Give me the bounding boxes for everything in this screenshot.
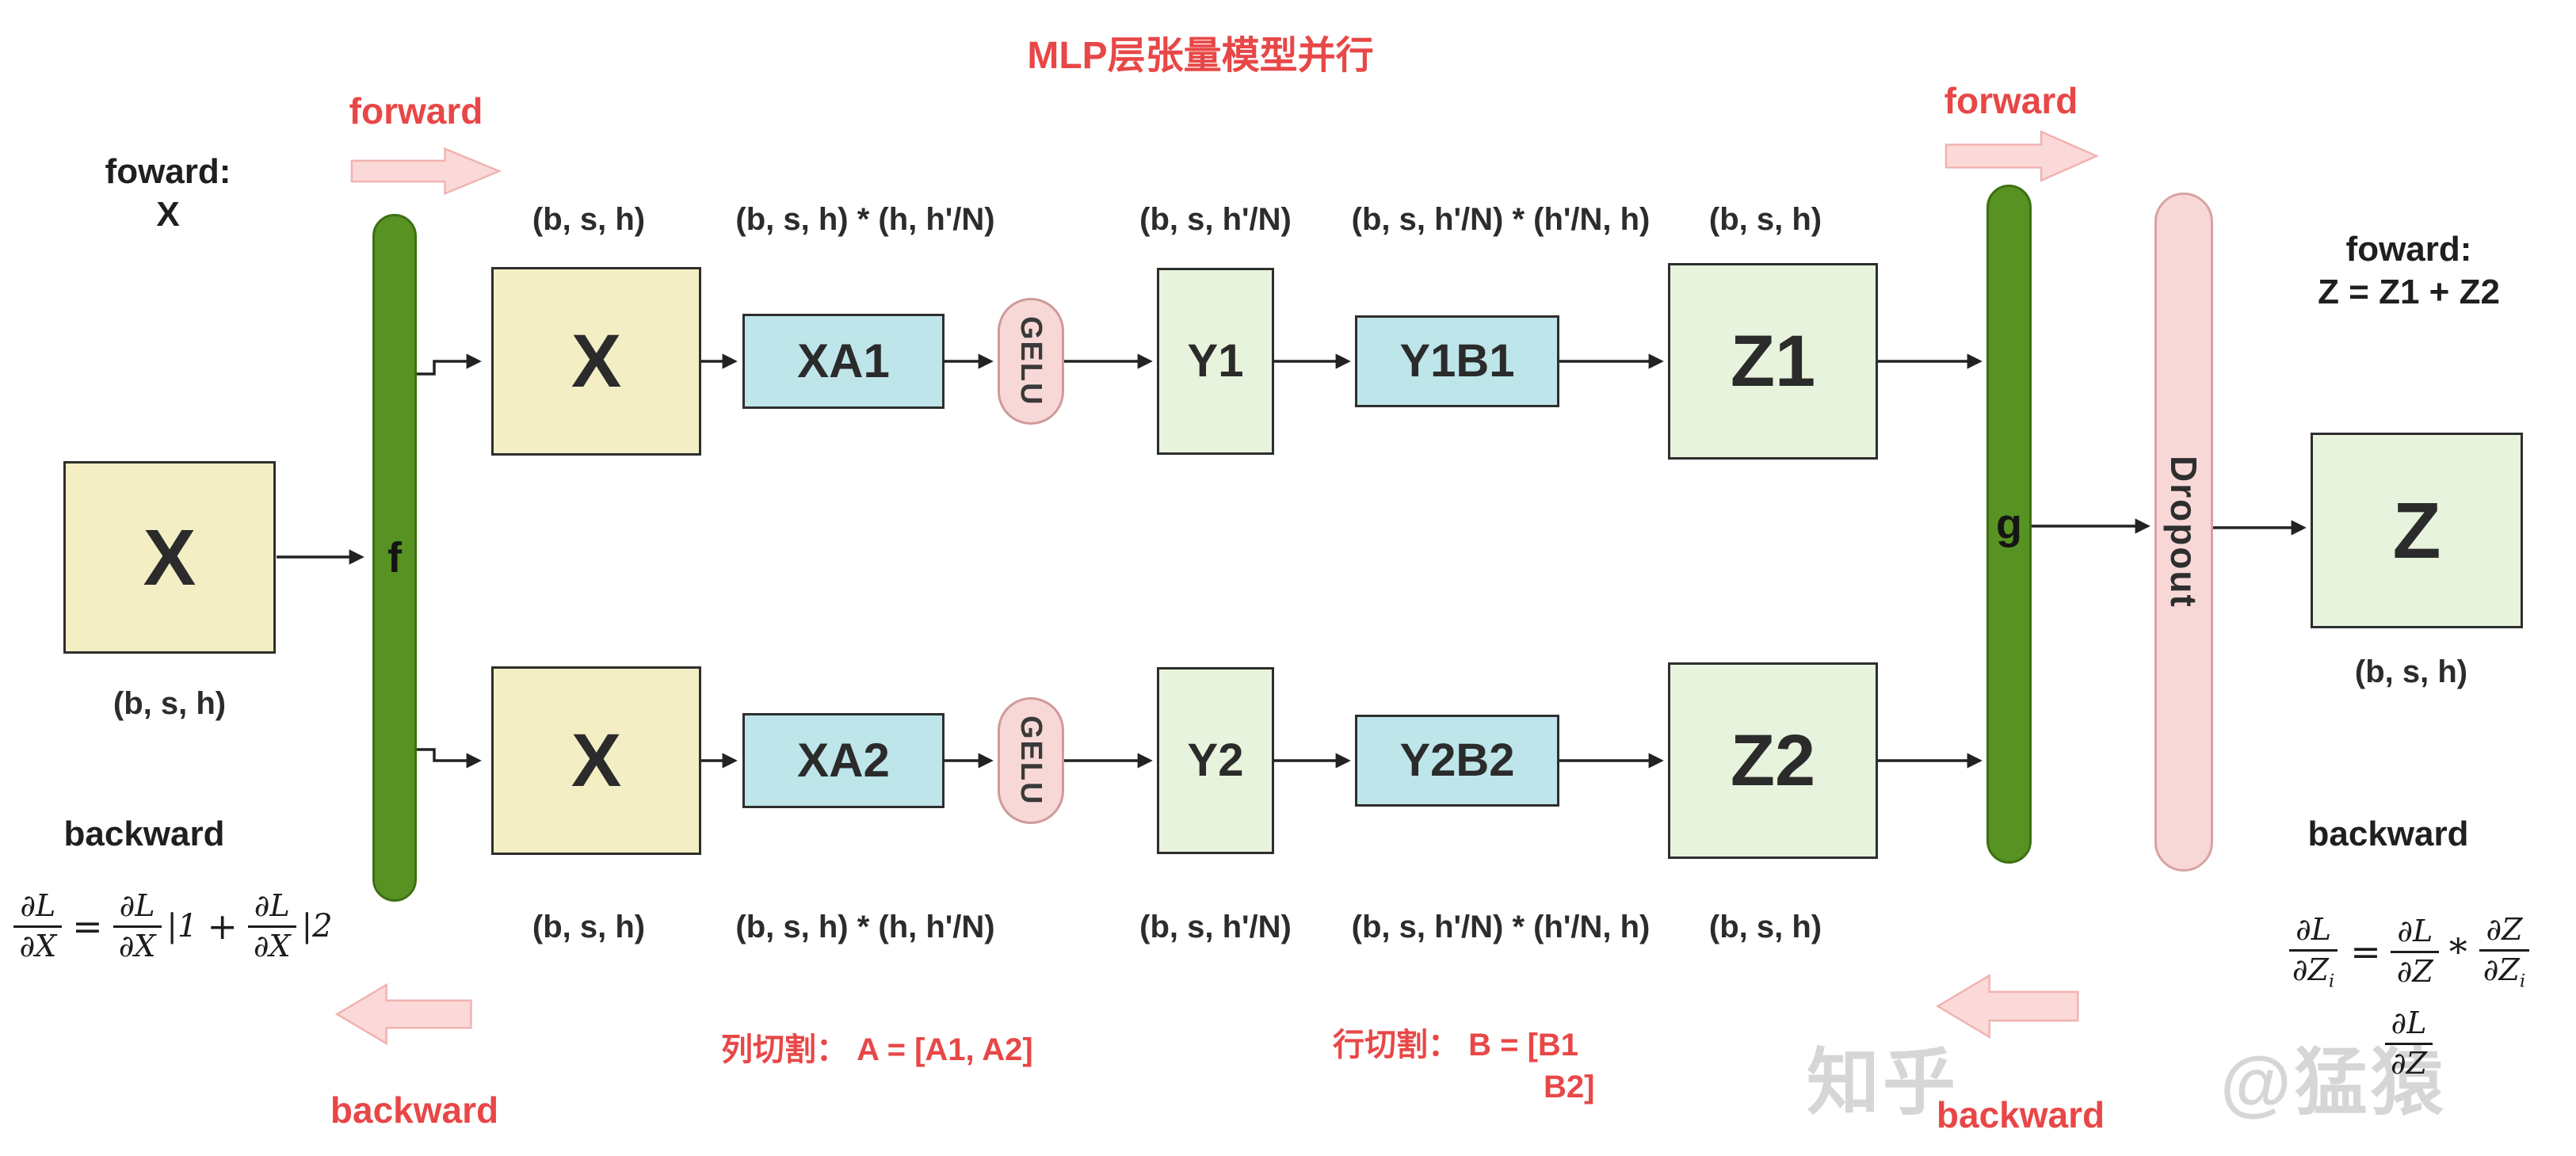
note-forward-z-line1: foward:	[2345, 230, 2472, 269]
input-x-box: X	[63, 461, 276, 654]
backward-formula-right-extra: ∂L ∂Z	[2345, 1005, 2472, 1082]
shape-top-x: (b, s, h)	[532, 202, 646, 237]
dropout-bar: Dropout	[2154, 193, 2213, 872]
shape-top-z: (b, s, h)	[1708, 202, 1822, 237]
note-forward-z: foward: Z = Z1 + Z2	[2318, 228, 2500, 314]
f-operator-bar: f	[372, 214, 417, 902]
input-x-shape: (b, s, h)	[113, 686, 227, 721]
shape-bottom-xa: (b, s, h) * (h, h'/N)	[735, 910, 995, 944]
z-output-box: Z	[2311, 433, 2523, 628]
backward-arrow-bottom-right	[1933, 971, 2081, 1041]
xa2-box: XA2	[742, 713, 945, 808]
gelu-top-label: GELU	[1014, 316, 1048, 406]
fraction: ∂L ∂Z	[2391, 913, 2440, 990]
fraction: ∂L ∂X	[13, 887, 63, 965]
watermark-author: @猛猿	[2220, 1043, 2447, 1124]
y2-box: Y2	[1157, 667, 1274, 854]
forward-arrow-top-left	[349, 146, 504, 196]
shape-top-yb: (b, s, h'/N) * (h'/N, h)	[1351, 202, 1651, 237]
x-top-box: X	[491, 267, 701, 456]
backward-label-bottom-right: backward	[1936, 1094, 2105, 1135]
gelu-bottom-label: GELU	[1014, 715, 1048, 806]
forward-arrow-top-right	[1943, 128, 2101, 184]
x-bottom-label: X	[571, 718, 622, 803]
xa1-box: XA1	[742, 314, 945, 409]
y2-label: Y2	[1187, 734, 1244, 786]
note-forward-x: foward: X	[105, 151, 231, 236]
row-split-annotation-line1: 行切割： B = [B1	[1333, 1028, 1579, 1063]
fraction: ∂Z ∂Zi	[2477, 911, 2532, 993]
watermark: 知乎 @猛猿	[1807, 1024, 2447, 1129]
shape-top-y: (b, s, h'/N)	[1139, 202, 1292, 237]
forward-label-top-left: forward	[349, 90, 483, 132]
y2b2-label: Y2B2	[1399, 734, 1515, 786]
y1-label: Y1	[1187, 335, 1244, 387]
backward-note-left: backward	[63, 815, 225, 853]
shape-bottom-y: (b, s, h'/N)	[1139, 910, 1292, 944]
fraction: ∂L ∂Z	[2384, 1005, 2433, 1082]
g-operator-label: g	[1996, 500, 2022, 548]
xa1-label: XA1	[797, 334, 890, 387]
z-output-shape: (b, s, h)	[2354, 654, 2468, 689]
shape-top-xa: (b, s, h) * (h, h'/N)	[735, 202, 995, 237]
x-top-label: X	[571, 319, 622, 403]
y1b1-box: Y1B1	[1355, 315, 1559, 407]
xa2-label: XA2	[797, 734, 890, 787]
f-operator-label: f	[387, 534, 402, 582]
input-x-label: X	[143, 513, 197, 602]
z2-box: Z2	[1668, 662, 1878, 859]
x-bottom-box: X	[491, 666, 701, 855]
shape-bottom-x: (b, s, h)	[532, 910, 646, 944]
diagram-title: MLP层张量模型并行	[1027, 35, 1374, 77]
note-forward-x-line1: foward:	[105, 152, 231, 191]
backward-note-right: backward	[2307, 815, 2469, 853]
arrow-f-to-x-top	[417, 353, 482, 376]
gelu-top-box: GELU	[998, 298, 1064, 425]
z-output-label: Z	[2392, 486, 2441, 575]
y1-box: Y1	[1157, 268, 1274, 455]
gelu-bottom-box: GELU	[998, 697, 1064, 824]
z1-box: Z1	[1668, 263, 1878, 460]
watermark-brand: 知乎	[1807, 1043, 1960, 1124]
fraction: ∂L ∂X	[247, 887, 297, 965]
backward-formula-left: ∂L ∂X = ∂L ∂X |1 + ∂L ∂X |2	[5, 887, 341, 965]
column-split-annotation: 列切割： A = [A1, A2]	[721, 1032, 1033, 1067]
backward-arrow-bottom-left	[333, 981, 474, 1047]
y2b2-box: Y2B2	[1355, 715, 1559, 807]
g-operator-bar: g	[1986, 185, 2032, 864]
backward-formula-right: ∂L ∂Zi = ∂L ∂Z * ∂Z ∂Zi	[2250, 911, 2567, 993]
note-forward-x-line2: X	[156, 195, 180, 234]
z2-label: Z2	[1730, 720, 1816, 801]
shape-bottom-yb: (b, s, h'/N) * (h'/N, h)	[1351, 910, 1651, 944]
fraction: ∂L ∂Zi	[2286, 911, 2341, 993]
forward-label-top-right: forward	[1944, 80, 2078, 121]
dropout-label: Dropout	[2163, 456, 2204, 609]
fraction: ∂L ∂X	[113, 887, 162, 965]
z1-label: Z1	[1730, 321, 1816, 402]
shape-bottom-z: (b, s, h)	[1708, 910, 1822, 944]
row-split-annotation-line2: B2]	[1544, 1070, 1595, 1104]
backward-label-bottom-left: backward	[330, 1089, 499, 1131]
note-forward-z-line2: Z = Z1 + Z2	[2318, 273, 2500, 311]
arrow-f-to-x-bottom	[417, 748, 482, 769]
y1b1-label: Y1B1	[1399, 335, 1515, 387]
